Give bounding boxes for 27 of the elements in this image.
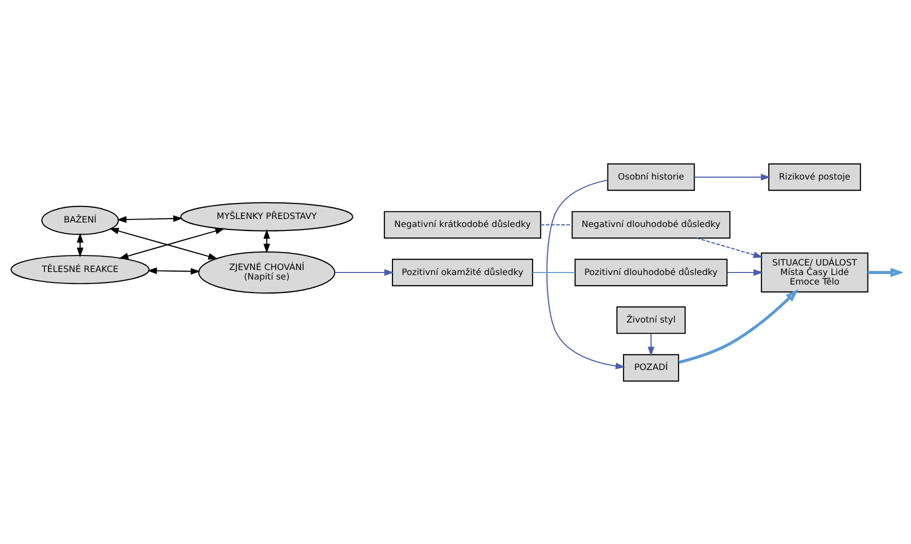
- node-box: Životní styl: [616, 306, 686, 334]
- connector: [540, 224, 572, 225]
- node-box: POZADÍ: [622, 354, 680, 382]
- node-box: Pozitivní okamžité důsledky: [392, 258, 534, 286]
- node-box: Negativní krátkodobé důsledky: [384, 210, 542, 238]
- node-ellipse: MYŠLENKY PŘEDSTAVY: [180, 202, 354, 231]
- arrow: [868, 267, 903, 277]
- node-box: Rizikové postoje: [768, 162, 862, 190]
- connector: [532, 271, 576, 273]
- arrow: [109, 227, 218, 260]
- node-box: SITUACE/ UDÁLOST Místa Časy Lidé Emoce Tělo: [760, 252, 868, 292]
- arrow: [696, 237, 763, 258]
- arrow: [648, 333, 654, 356]
- arrow: [678, 288, 798, 364]
- arrow: [116, 214, 183, 222]
- node-box: Osobní historie: [607, 162, 695, 190]
- arrow: [118, 227, 225, 259]
- node-ellipse: TĚLESNÉ REAKCE: [10, 254, 150, 284]
- arrow: [546, 179, 626, 369]
- arrow: [76, 232, 84, 257]
- arrow: [694, 173, 770, 180]
- node-box: Pozitivní dlouhodobé důsledky: [574, 258, 728, 286]
- node-box: Negativní dlouhodobé důsledky: [572, 210, 730, 238]
- arrow: [147, 266, 200, 274]
- arrow: [263, 228, 270, 253]
- arrow: [727, 268, 764, 276]
- arrow: [334, 268, 394, 276]
